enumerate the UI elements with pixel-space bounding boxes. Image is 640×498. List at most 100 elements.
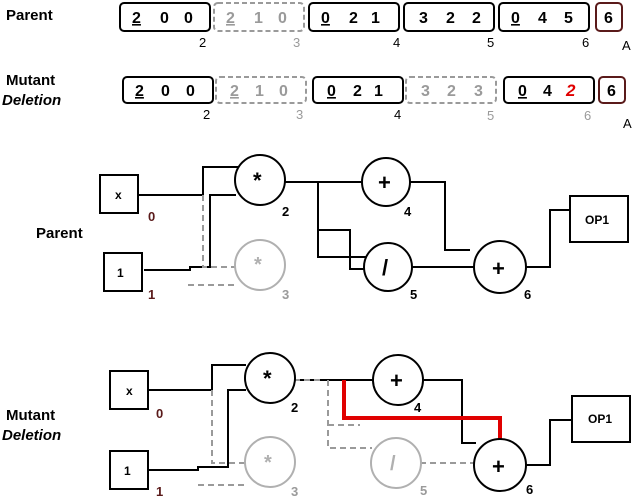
output-gene: 6 A — [595, 2, 631, 53]
output-marker: A — [622, 38, 631, 53]
node-symbol: * — [254, 254, 262, 276]
output-gene: 6 A — [598, 76, 632, 131]
node-symbol: / — [390, 453, 396, 475]
output-label: OP1 — [585, 213, 609, 227]
gene-block-inactive: 2 1 0 3 — [215, 76, 307, 122]
parent-graph: x 0 1 1 * 2 * 3 + 4 / 5 — [99, 154, 629, 302]
mutated-gene-digit: 2 — [565, 81, 576, 100]
gene-digit: 2 — [226, 10, 235, 27]
gene-digit: 0 — [184, 10, 193, 27]
node-index: 5 — [420, 483, 427, 498]
input-node-1: 1 1 — [109, 450, 163, 498]
function-node-6: + 6 — [473, 240, 531, 302]
function-node-3-inactive: * 3 — [244, 436, 298, 498]
gene-digit: 3 — [474, 83, 483, 100]
node-index: 2 — [291, 400, 298, 415]
gene-index: 4 — [394, 107, 401, 122]
function-node-5: / 5 — [363, 242, 417, 302]
node-symbol: + — [390, 368, 403, 393]
gene-index: 2 — [199, 35, 206, 50]
node-index: 4 — [404, 204, 412, 219]
gene-digit: 2 — [353, 83, 362, 100]
output-gene-value: 6 — [604, 10, 613, 27]
gene-digit: 2 — [349, 10, 358, 27]
gene-index: 5 — [487, 35, 494, 50]
mutant-genome-label: Mutant — [6, 72, 55, 89]
gene-index: 5 — [487, 108, 494, 123]
node-index: 2 — [282, 204, 289, 219]
gene-index: 3 — [296, 107, 303, 122]
function-node-4: + 4 — [372, 354, 424, 415]
node-symbol: + — [492, 454, 505, 479]
node-index: 1 — [156, 484, 163, 498]
gene-digit: 0 — [321, 10, 330, 27]
output-node: OP1 — [569, 195, 629, 243]
output-node: OP1 — [571, 395, 631, 443]
gene-block: 2 0 0 2 — [119, 2, 211, 50]
gene-digit: 4 — [543, 83, 552, 100]
node-symbol: * — [264, 452, 272, 474]
gene-digit: 1 — [371, 10, 380, 27]
input-label: 1 — [124, 464, 131, 478]
node-symbol: / — [382, 255, 388, 280]
gene-index: 4 — [393, 35, 400, 50]
output-marker: A — [623, 116, 632, 131]
input-node-1: 1 1 — [103, 252, 155, 302]
deletion-genome-label: Deletion — [2, 92, 61, 109]
gene-block: 3 2 2 5 — [403, 2, 495, 50]
input-node-x: x 0 — [99, 174, 155, 224]
gene-block-inactive: 2 1 0 3 — [213, 2, 305, 50]
function-node-4: + 4 — [361, 157, 412, 219]
gene-digit: 2 — [447, 83, 456, 100]
node-index: 3 — [282, 287, 289, 302]
gene-block: 0 2 1 4 — [312, 76, 404, 122]
output-label: OP1 — [588, 412, 612, 426]
node-index: 3 — [291, 484, 298, 498]
function-node-6: + 6 — [473, 438, 533, 497]
gene-index: 3 — [293, 35, 300, 50]
gene-digit: 0 — [518, 83, 527, 100]
parent-genome-label: Parent — [6, 7, 53, 24]
node-index: 0 — [148, 209, 155, 224]
gene-digit: 0 — [327, 83, 336, 100]
gene-digit: 2 — [132, 10, 141, 27]
gene-digit: 2 — [230, 83, 239, 100]
gene-block-mutated: 0 4 2 6 — [503, 76, 595, 123]
parent-active-edges — [138, 166, 570, 271]
mutant-graph-label: Mutant — [6, 407, 55, 424]
gene-block: 0 2 1 4 — [308, 2, 400, 50]
node-symbol: * — [253, 168, 262, 193]
node-index: 0 — [156, 406, 163, 421]
parent-graph-label: Parent — [36, 225, 83, 242]
node-index: 1 — [148, 287, 155, 302]
mutant-genome: 2 0 0 2 2 1 0 3 0 2 1 4 3 2 3 5 — [122, 76, 632, 131]
gene-digit: 0 — [186, 83, 195, 100]
output-gene-value: 6 — [607, 83, 616, 100]
node-index: 4 — [414, 400, 422, 415]
gene-digit: 0 — [511, 10, 520, 27]
node-symbol: + — [492, 256, 505, 281]
gene-digit: 2 — [135, 83, 144, 100]
gene-block-inactive: 3 2 3 5 — [405, 76, 497, 123]
node-symbol: * — [263, 366, 272, 391]
parent-genome: 2 0 0 2 2 1 0 3 0 2 1 4 3 2 2 5 — [119, 2, 631, 53]
gene-block: 2 0 0 2 — [122, 76, 214, 122]
gene-digit: 4 — [538, 10, 547, 27]
parent-inactive-edges — [188, 195, 236, 286]
mutant-graph: x 0 1 1 * 2 * 3 + 4 / 5 — [109, 352, 631, 498]
node-symbol: + — [378, 170, 391, 195]
input-label: x — [115, 188, 122, 202]
gene-digit: 1 — [374, 83, 383, 100]
input-node-x: x 0 — [109, 370, 163, 421]
input-label: x — [126, 384, 133, 398]
gene-digit: 1 — [254, 10, 263, 27]
mutant-inactive-edges — [198, 379, 474, 486]
gene-index: 6 — [584, 108, 591, 123]
gene-digit: 0 — [160, 10, 169, 27]
gene-digit: 3 — [421, 83, 430, 100]
gene-digit: 0 — [279, 83, 288, 100]
gene-digit: 5 — [564, 10, 573, 27]
gene-digit: 2 — [472, 10, 481, 27]
